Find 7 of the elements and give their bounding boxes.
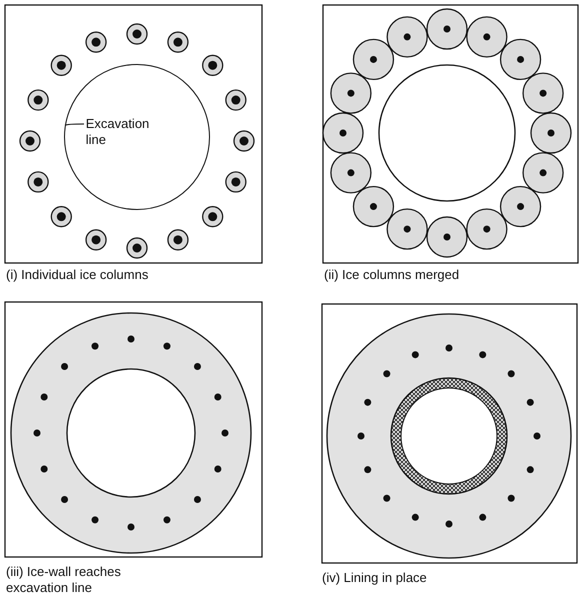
figure-caption: (iv) Lining in place — [322, 570, 428, 586]
excavation-circle — [64, 64, 210, 210]
figure-caption: (iii) Ice-wall reaches excavation line — [6, 564, 122, 595]
figure-caption: (i) Individual ice columns — [6, 267, 150, 283]
callout-text: Excavation line — [86, 116, 166, 148]
leader-line — [64, 123, 84, 126]
figure-caption: (ii) Ice columns merged — [324, 267, 460, 283]
